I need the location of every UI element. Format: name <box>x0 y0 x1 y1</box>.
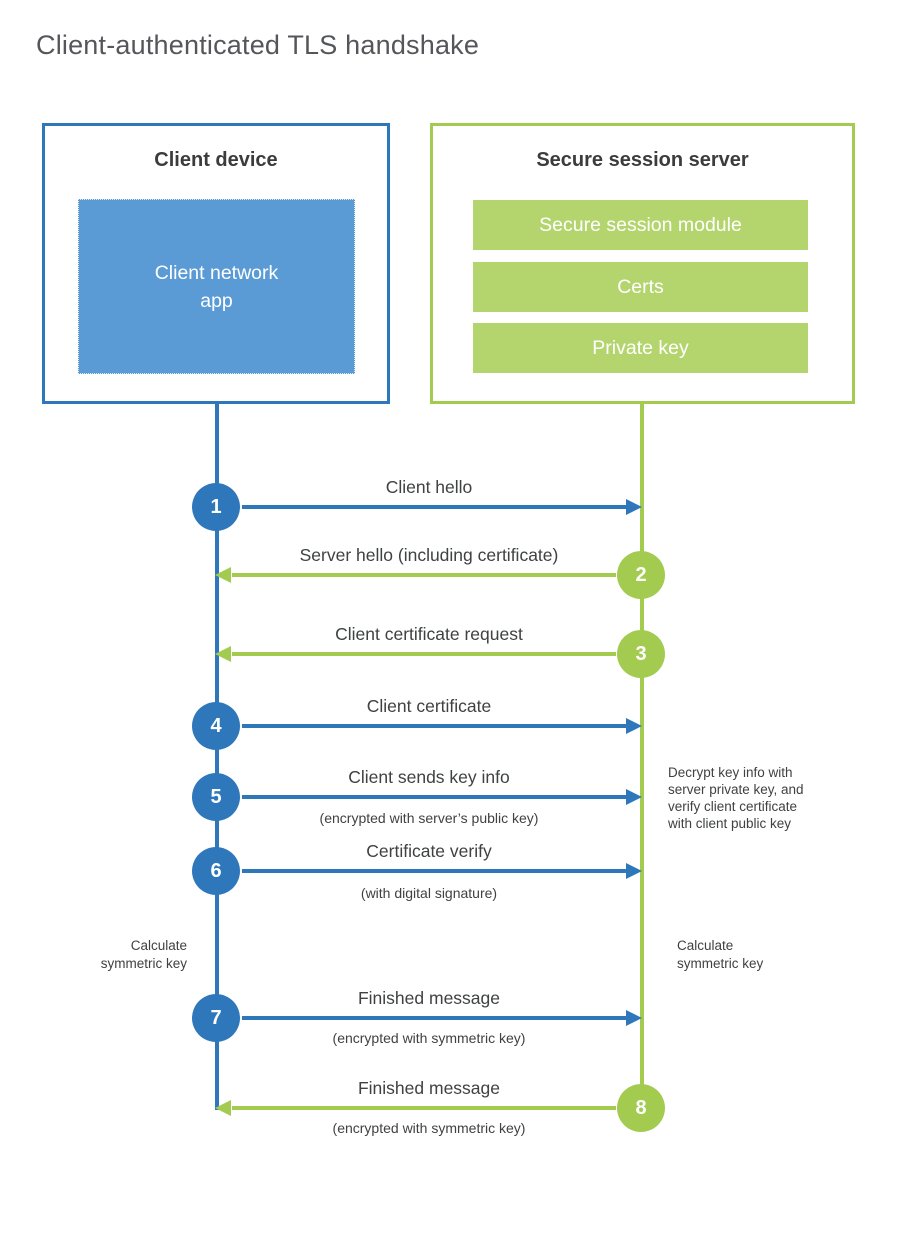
step-7-arrow-shaft <box>242 1016 626 1020</box>
decrypt-note-line1: Decrypt key info with <box>668 765 793 780</box>
step-2-label: Server hello (including certificate) <box>299 545 559 565</box>
step-5-arrow-shaft <box>242 795 626 799</box>
step-3-label: Client certificate request <box>335 624 523 644</box>
step-3-arrow-shaft <box>232 652 616 656</box>
step-4-label: Client certificate <box>366 696 492 716</box>
server-module-secure-session: Secure session module <box>473 200 808 250</box>
step-4-arrow-shaft <box>242 724 626 728</box>
calculate-symmetric-key-note-client: Calculate symmetric key <box>55 937 187 972</box>
step-5-badge: 5 <box>192 773 240 821</box>
step-8-sublabel: (encrypted with symmetric key) <box>332 1120 526 1136</box>
server-lifeline <box>640 404 644 1116</box>
server-title: Secure session server <box>536 149 749 171</box>
step-8-arrowhead-left-icon <box>215 1100 231 1116</box>
decrypt-note-line3: verify client certificate <box>668 799 798 814</box>
client-device-title: Client device <box>154 149 278 171</box>
step-6-sublabel: (with digital signature) <box>360 885 498 901</box>
calc-right-line1: Calculate <box>677 938 734 953</box>
step-3-badge: 3 <box>617 630 665 678</box>
step-6-badge: 6 <box>192 847 240 895</box>
step-2-arrow-shaft <box>232 573 616 577</box>
step-1-label: Client hello <box>385 477 473 497</box>
step-1-badge: 1 <box>192 483 240 531</box>
client-lifeline <box>215 404 219 1110</box>
step-5-sublabel: (encrypted with server’s public key) <box>319 810 539 826</box>
step-2-badge: 2 <box>617 551 665 599</box>
decrypt-note-line2: server private key, and <box>668 782 804 797</box>
calc-right-line2: symmetric key <box>677 955 764 971</box>
client-app-label-line1: Client network <box>154 261 279 284</box>
step-3-arrowhead-left-icon <box>215 646 231 662</box>
step-7-badge: 7 <box>192 994 240 1042</box>
server-module-certs: Certs <box>473 262 808 312</box>
step-6-label: Certificate verify <box>366 841 492 861</box>
calculate-symmetric-key-note-server: Calculate symmetric key <box>677 937 817 972</box>
step-6-arrowhead-right-icon <box>626 863 642 879</box>
page-title: Client-authenticated TLS handshake <box>36 30 480 60</box>
client-app-label-line2: app <box>200 289 233 312</box>
decrypt-note-line4: with client public key <box>668 816 792 831</box>
step-5-label: Client sends key info <box>348 767 510 787</box>
server-module-private-key: Private key <box>473 323 808 373</box>
client-network-app-box: Client network app <box>78 199 355 374</box>
step-8-badge: 8 <box>617 1084 665 1132</box>
calc-left-line1: Calculate <box>130 938 187 953</box>
step-8-arrow-shaft <box>232 1106 616 1110</box>
decrypt-key-note: Decrypt key info with server private key… <box>668 764 843 832</box>
step-8-label: Finished message <box>357 1078 501 1098</box>
calc-left-line2: symmetric key <box>100 955 187 971</box>
step-7-arrowhead-right-icon <box>626 1010 642 1026</box>
step-2-arrowhead-left-icon <box>215 567 231 583</box>
step-4-badge: 4 <box>192 702 240 750</box>
step-4-arrowhead-right-icon <box>626 718 642 734</box>
step-6-arrow-shaft <box>242 869 626 873</box>
step-5-arrowhead-right-icon <box>626 789 642 805</box>
step-1-arrowhead-right-icon <box>626 499 642 515</box>
step-7-sublabel: (encrypted with symmetric key) <box>332 1030 526 1046</box>
step-1-arrow-shaft <box>242 505 626 509</box>
step-7-label: Finished message <box>357 988 501 1008</box>
